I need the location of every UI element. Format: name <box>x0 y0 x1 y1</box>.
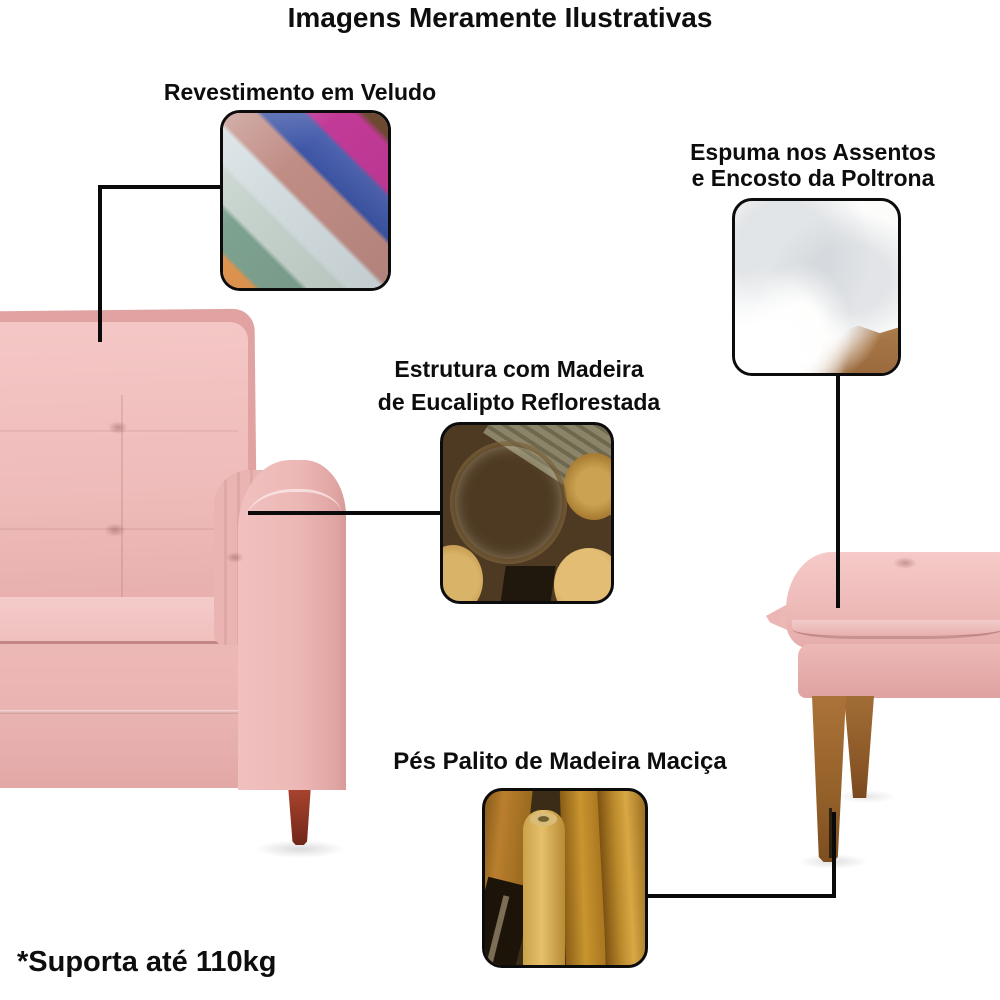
eucalyptus-wood-image <box>440 422 614 604</box>
velvet-fabric-image <box>220 110 391 291</box>
wood-stick-tapered <box>523 810 565 965</box>
foam-image <box>732 198 901 376</box>
wooden-legs-image <box>482 788 648 968</box>
foam-callout-label: Espuma nos Assentos e Encosto da Poltron… <box>663 139 963 191</box>
ottoman-wooden-leg-back <box>844 696 874 798</box>
ottoman-cushion-lip <box>792 620 1000 639</box>
wood-label-line2: de Eucalipto Reflorestada <box>377 389 661 415</box>
armchair-backrest-seam <box>121 395 123 607</box>
wood-stick-end-grain <box>529 811 557 826</box>
foam-fluff-texture <box>735 201 898 373</box>
log-cut-face <box>553 548 611 601</box>
armchair-leg-shadow <box>255 840 345 858</box>
velvet-fabric-rolls <box>223 113 388 288</box>
wood-callout-label: Estrutura com Madeira de Eucalipto Reflo… <box>368 353 670 419</box>
velvet-sheen-overlay <box>223 113 388 288</box>
ottoman-tuft-dimple <box>893 557 917 569</box>
legs-callout-label: Pés Palito de Madeira Maciça <box>393 748 727 775</box>
armchair-tuft-dimple <box>104 523 126 537</box>
velvet-connector-line <box>98 185 102 342</box>
log-cut-face <box>563 453 611 521</box>
log-cut-face-main <box>450 441 568 564</box>
armchair-backrest-seam <box>0 528 232 530</box>
velvet-connector-line <box>98 185 222 189</box>
armchair-backrest-seam <box>0 430 238 432</box>
armchair-armrest-piping <box>246 489 342 552</box>
armchair-backrest-cushion <box>0 322 248 614</box>
wood-connector-line <box>248 511 442 515</box>
log-stack-gap <box>500 565 557 601</box>
armchair-base-seam <box>0 710 278 714</box>
ottoman-leg-notch <box>829 808 832 858</box>
foam-label-line1: Espuma nos Assentos <box>690 139 936 165</box>
wood-stick <box>596 791 645 965</box>
wood-label-line1: Estrutura com Madeira <box>394 356 644 382</box>
legs-connector-line <box>832 812 836 898</box>
velvet-callout-label: Revestimento em Veludo <box>163 79 437 105</box>
legs-connector-line <box>640 894 836 898</box>
armchair-tuft-dimple <box>108 421 128 434</box>
page-title: Imagens Meramente Ilustrativas <box>287 2 713 33</box>
armchair-wooden-leg <box>288 787 311 845</box>
foam-connector-line <box>836 368 840 608</box>
foam-label-line2: e Encosto da Poltrona <box>691 165 935 191</box>
ottoman-base <box>798 644 1000 698</box>
armchair-armrest-dimple <box>226 552 244 563</box>
weight-support-note: *Suporta até 110kg <box>17 946 277 978</box>
